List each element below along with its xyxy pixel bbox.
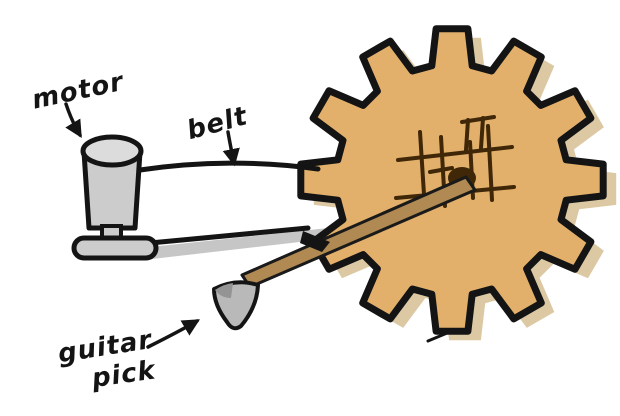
guitar-pick: [212, 280, 260, 331]
mechanism-upper-post-a: [464, 118, 470, 152]
motor-base: [71, 235, 159, 261]
motor-shadow: [150, 227, 343, 259]
tick-mark: [426, 329, 454, 343]
belt-arrow: [222, 130, 240, 167]
motor: [71, 134, 159, 261]
belt-top-line: [137, 160, 321, 173]
mechanism-top-rail: [396, 145, 514, 162]
mechanism-mid-bar: [428, 166, 454, 174]
belt-wrap: [300, 231, 330, 252]
belt-bottom-line: [147, 225, 311, 246]
mechanism-upper-post-b: [479, 116, 485, 150]
motor-arrow: [64, 102, 82, 139]
mechanism-post-3: [486, 124, 494, 202]
belt-label: belt: [184, 101, 252, 146]
pick-arrow: [146, 319, 201, 349]
motor-label: motor: [29, 67, 127, 116]
motor-cap: [80, 134, 144, 168]
guitar-pick-shade: [215, 283, 233, 298]
